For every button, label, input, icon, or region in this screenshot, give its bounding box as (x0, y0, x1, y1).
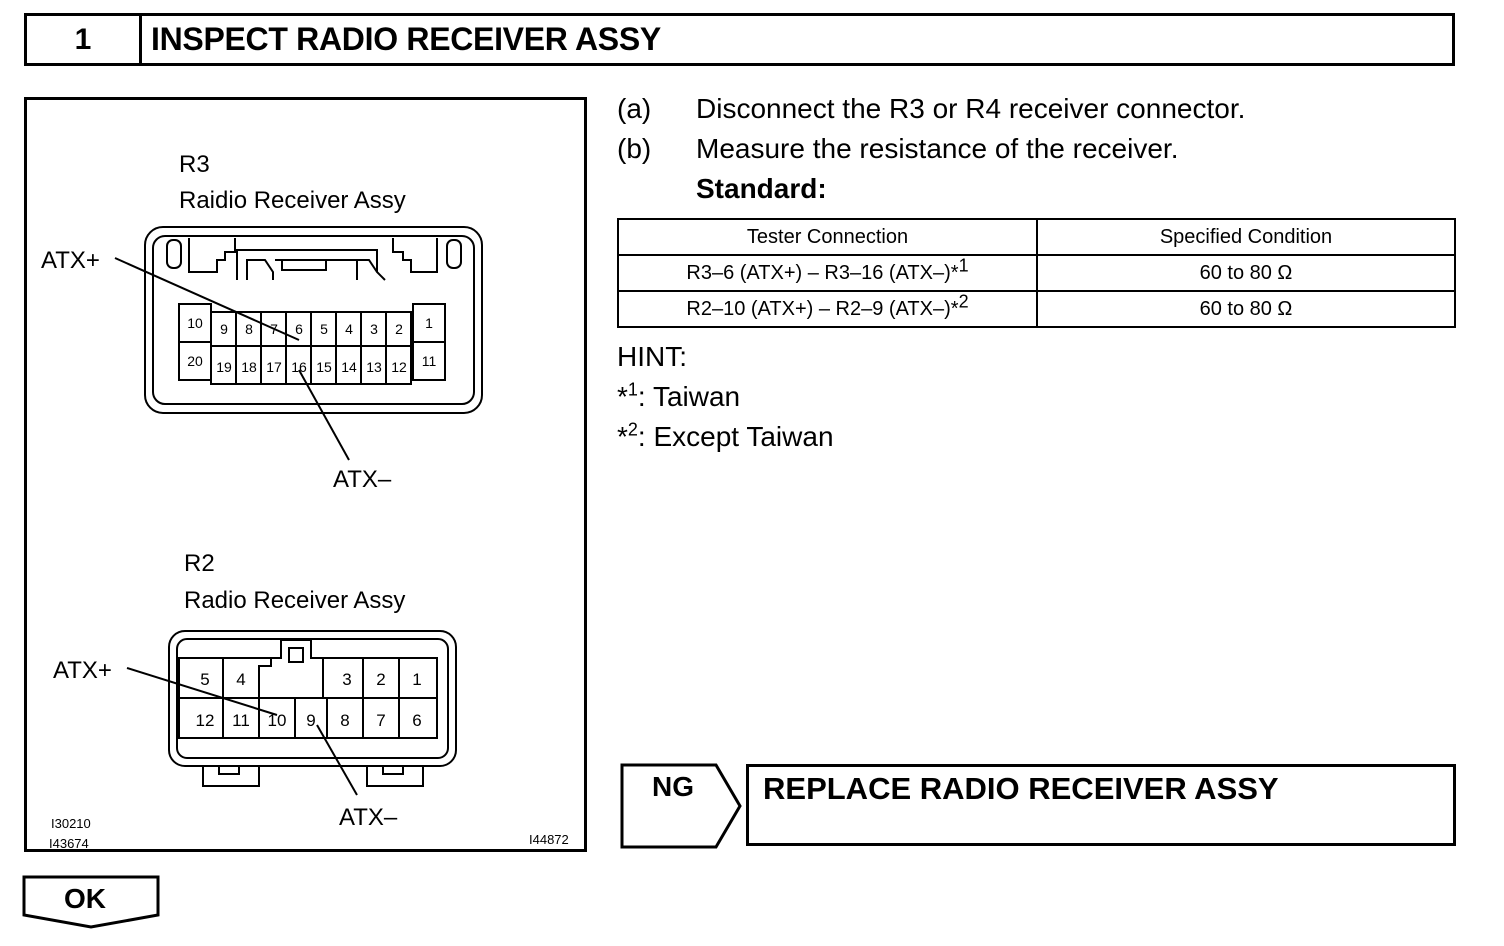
r2-atx-plus-leader (126, 667, 278, 716)
r2-pin-label: 7 (376, 711, 385, 730)
ok-arrow-shape (22, 875, 160, 929)
r2-connector (168, 630, 457, 787)
connector-diagram: R3 Raidio Receiver Assy (41, 151, 569, 849)
r2-pin-label: 1 (412, 670, 421, 689)
r2-pin-label: 2 (376, 670, 385, 689)
table-cell-condition: 60 to 80 Ω (1036, 254, 1456, 292)
figure-code: I30210 (51, 816, 91, 831)
r2-pin-label: 11 (232, 711, 250, 730)
ok-label: OK (64, 883, 106, 914)
r3-atx-plus-label: ATX+ (41, 247, 100, 274)
step-text: Measure the resistance of the receiver. (696, 133, 1179, 164)
r2-pin-numbers: 5 4 3 2 1 12 11 10 9 8 7 6 (196, 670, 422, 730)
step-marker: (b) (617, 133, 652, 164)
r2-pin-label: 3 (342, 670, 351, 689)
hint-item: *2: Except Taiwan (617, 419, 834, 452)
table-cell-connection: R2–10 (ATX+) – R2–9 (ATX–)*2 (617, 290, 1038, 328)
r3-pin-label: 18 (241, 359, 257, 375)
step-text: Disconnect the R3 or R4 receiver connect… (696, 93, 1246, 124)
r3-pin-label: 11 (422, 353, 437, 369)
step-header: 1 INSPECT RADIO RECEIVER ASSY (24, 13, 1455, 66)
r2-pin-label: 8 (340, 711, 349, 730)
table-cell-condition: 60 to 80 Ω (1036, 290, 1456, 328)
step-number: 1 (27, 16, 142, 63)
r3-pin-label: 8 (245, 321, 253, 337)
r3-atx-plus-leader (114, 257, 300, 341)
hint-item: *1: Taiwan (617, 379, 741, 412)
r3-pin-label: 16 (291, 359, 307, 375)
r3-pin-label: 9 (220, 321, 228, 337)
r2-name-label: Radio Receiver Assy (184, 587, 405, 614)
ng-action-box: REPLACE RADIO RECEIVER ASSY (746, 764, 1456, 846)
step-marker: (a) (617, 93, 652, 124)
r3-id-label: R3 (179, 151, 210, 178)
r3-atx-minus-label: ATX– (333, 466, 392, 493)
r2-pin-label: 10 (268, 711, 287, 730)
hint-section: HINT: *1: Taiwan *2: Except Taiwan (617, 337, 834, 457)
r2-atx-plus-label: ATX+ (53, 657, 112, 684)
r3-pin-label: 15 (316, 359, 332, 375)
table-header: Tester Connection (617, 218, 1038, 256)
r2-pin-label: 4 (236, 670, 245, 689)
step-title: INSPECT RADIO RECEIVER ASSY (151, 21, 661, 57)
connector-diagram-panel: R3 Raidio Receiver Assy (24, 97, 587, 852)
r3-pin-label: 10 (187, 315, 203, 331)
r3-connector (144, 226, 483, 414)
table-cell-connection: R3–6 (ATX+) – R3–16 (ATX–)*1 (617, 254, 1038, 292)
ng-arrow-shape (620, 763, 742, 849)
r2-pin-label: 6 (412, 711, 421, 730)
ng-label: NG (652, 771, 694, 802)
r2-pin-label: 5 (200, 670, 209, 689)
hint-title: HINT: (617, 341, 687, 372)
r2-atx-minus-label: ATX– (339, 804, 398, 831)
r3-pin-label: 14 (341, 359, 357, 375)
r3-pin-label: 1 (425, 315, 433, 331)
r3-pin-label: 20 (187, 353, 203, 369)
table-header-row: Tester Connection Specified Condition (617, 218, 1456, 256)
table-row: R3–6 (ATX+) – R3–16 (ATX–)*1 60 to 80 Ω (617, 254, 1456, 292)
table-header: Specified Condition (1036, 218, 1456, 256)
r3-pin-label: 17 (266, 359, 282, 375)
r2-atx-minus-leader (316, 724, 358, 796)
r3-atx-minus-leader (298, 369, 350, 461)
specification-table: Tester Connection Specified Condition R3… (617, 218, 1456, 328)
r3-pin-label: 4 (345, 321, 353, 337)
footnote-marker: 1 (958, 254, 969, 275)
footnote-marker: 2 (958, 290, 969, 311)
r3-pin-label: 13 (366, 359, 382, 375)
r3-pin-label: 3 (370, 321, 378, 337)
r3-pin-label: 5 (320, 321, 328, 337)
r3-pin-label: 2 (395, 321, 403, 337)
r2-pin-label: 9 (306, 711, 315, 730)
r3-name-label: Raidio Receiver Assy (179, 187, 406, 214)
r2-pin-label: 12 (196, 711, 215, 730)
r2-id-label: R2 (184, 550, 215, 577)
table-row: R2–10 (ATX+) – R2–9 (ATX–)*2 60 to 80 Ω (617, 290, 1456, 328)
r3-pin-label: 6 (295, 321, 303, 337)
standard-label: Standard: (696, 173, 827, 204)
r3-pin-label: 19 (216, 359, 232, 375)
figure-code: I43674 (49, 836, 89, 849)
r3-pin-label: 12 (391, 359, 407, 375)
ng-action-text: REPLACE RADIO RECEIVER ASSY (763, 771, 1279, 806)
figure-code: I44872 (529, 832, 569, 847)
